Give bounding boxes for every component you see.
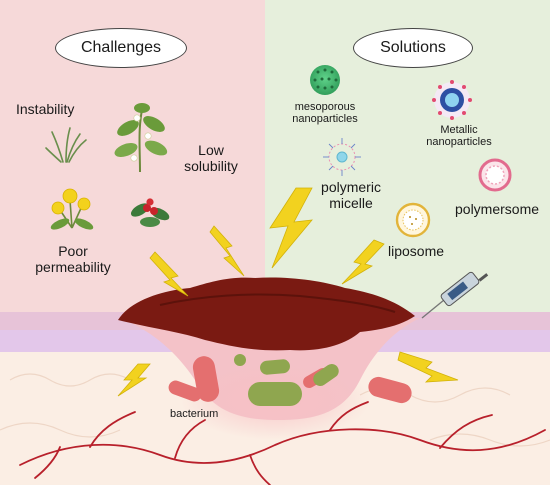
scab	[118, 277, 415, 351]
solution-polymeric-micelle: polymeric micelle	[321, 179, 381, 211]
challenges-title: Challenges	[55, 28, 187, 68]
blood-vessels	[19, 401, 546, 485]
solutions-title: Solutions	[353, 28, 473, 68]
metallic-nanoparticle-icon	[432, 80, 472, 120]
mesoporous-nanoparticle-icon	[310, 65, 340, 95]
solution-mesoporous-nanoparticles: mesoporous nanoparticles	[292, 101, 358, 126]
holly-berries-icon	[130, 198, 170, 227]
bacteria-green	[234, 354, 339, 406]
solution-liposome: liposome	[388, 243, 445, 259]
challenge-low-solubility: Low solubility	[184, 142, 238, 174]
lightning-bolt	[149, 251, 189, 297]
flowering-plant-icon	[114, 103, 168, 173]
solution-metallic-nanoparticles: Metallic nanoparticles	[426, 124, 492, 149]
lightning-bolt	[269, 187, 313, 269]
lightning-bolt	[117, 363, 151, 397]
syringe	[421, 271, 489, 319]
polymersome-icon	[478, 158, 512, 192]
liposome-icon	[395, 202, 431, 238]
lightning-bolts	[117, 187, 459, 397]
lightning-bolt	[397, 351, 459, 383]
dandelion-icon	[50, 188, 94, 230]
lightning-bolt	[341, 239, 385, 285]
challenge-instability: Instability	[16, 101, 75, 117]
bacterium-label: bacterium	[170, 408, 219, 420]
challenge-poor-permeability: Poor permeability	[35, 243, 111, 275]
bacteria	[168, 354, 412, 406]
grass-icon	[45, 127, 87, 163]
solution-polymersome: polymersome	[455, 201, 540, 217]
lightning-bolt	[209, 225, 245, 277]
polymeric-micelle-icon	[323, 138, 361, 176]
